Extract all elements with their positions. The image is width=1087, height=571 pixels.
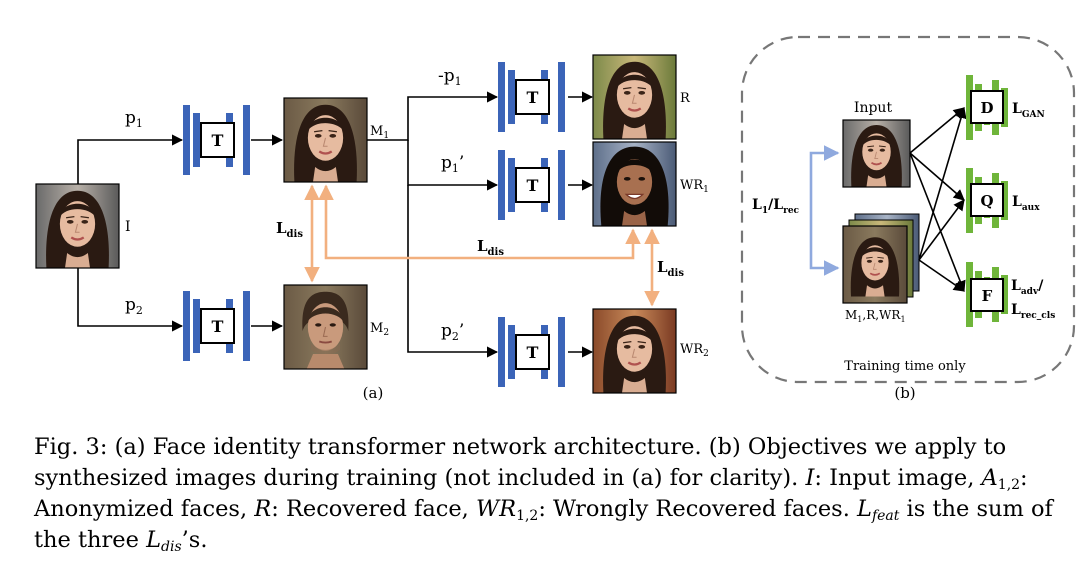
transformer-block-5: T bbox=[498, 317, 565, 387]
label-lgan: LGAN bbox=[1012, 101, 1045, 120]
transformer-block-2: T bbox=[183, 291, 250, 361]
transformer-label: T bbox=[212, 317, 224, 336]
label-M2: M2 bbox=[370, 321, 389, 338]
input-image-I bbox=[35, 183, 120, 269]
l1-arrows bbox=[809, 145, 840, 276]
label-stack: M1,R,WR1 bbox=[845, 308, 906, 324]
code-labels: p1 p2 -p1 p1’ p2’ bbox=[125, 66, 464, 343]
architecture-diagram: I p1 p2 -p1 p1’ p2’ T T bbox=[35, 35, 1076, 402]
label-ldis-2: Ldis bbox=[477, 237, 504, 258]
label-ldis-3: Ldis bbox=[657, 258, 684, 279]
transformer-label: T bbox=[527, 343, 539, 362]
label-M1: M1 bbox=[370, 124, 389, 141]
label-lrec-cls: Lrec_cls bbox=[1011, 302, 1055, 321]
transformer-block-4: T bbox=[498, 150, 565, 220]
label-WR1: WR1 bbox=[680, 178, 709, 195]
panel-b-label: (b) bbox=[894, 384, 915, 402]
training-note: Training time only bbox=[844, 359, 966, 374]
d-label: D bbox=[980, 99, 993, 117]
panel-b-synth-stack bbox=[842, 213, 920, 304]
ldis-labels: Ldis Ldis Ldis bbox=[276, 219, 684, 279]
label-l1-lrec: L1/Lrec bbox=[752, 197, 800, 216]
anonymized-face-M2 bbox=[283, 284, 368, 370]
figure-caption: Fig. 3: (a) Face identity transformer ne… bbox=[34, 434, 1053, 555]
face-classifier-F: F bbox=[966, 262, 1008, 327]
caption-fig: Fig. 3: bbox=[34, 434, 108, 460]
training-only-border bbox=[740, 35, 1076, 384]
discriminator-D: D bbox=[966, 75, 1008, 140]
label-p1: p1 bbox=[125, 108, 143, 130]
label-ldis-1: Ldis bbox=[276, 219, 303, 240]
q-label: Q bbox=[980, 192, 993, 210]
label-I: I bbox=[125, 219, 131, 235]
panel-b-input-image bbox=[842, 119, 911, 188]
auxiliary-Q: Q bbox=[966, 168, 1008, 233]
label-WR2: WR2 bbox=[680, 342, 709, 359]
panel-a-label: (a) bbox=[363, 384, 384, 402]
transformer-label: T bbox=[212, 131, 224, 150]
objective-lines bbox=[909, 106, 967, 293]
recovered-face-R bbox=[592, 54, 677, 140]
label-p2-prime: p2’ bbox=[441, 321, 464, 343]
transformer-block-3: T bbox=[498, 62, 565, 132]
transformer-label: T bbox=[527, 88, 539, 107]
ldis-arrows bbox=[304, 184, 660, 307]
transformer-block-1: T bbox=[183, 105, 250, 175]
wrongly-recovered-face-WR2 bbox=[592, 308, 677, 394]
label-input: Input bbox=[854, 100, 893, 116]
label-R: R bbox=[680, 91, 691, 106]
transformer-label: T bbox=[527, 176, 539, 195]
wrongly-recovered-face-WR1 bbox=[592, 141, 677, 227]
label-laux: Laux bbox=[1012, 194, 1040, 213]
label-p2: p2 bbox=[125, 295, 143, 317]
f-label: F bbox=[982, 287, 993, 305]
label-p1-prime: p1’ bbox=[441, 153, 464, 175]
label-neg-p1: -p1 bbox=[438, 66, 462, 88]
anonymized-face-M1 bbox=[283, 97, 368, 183]
label-ladv: Ladv/ bbox=[1011, 278, 1044, 297]
